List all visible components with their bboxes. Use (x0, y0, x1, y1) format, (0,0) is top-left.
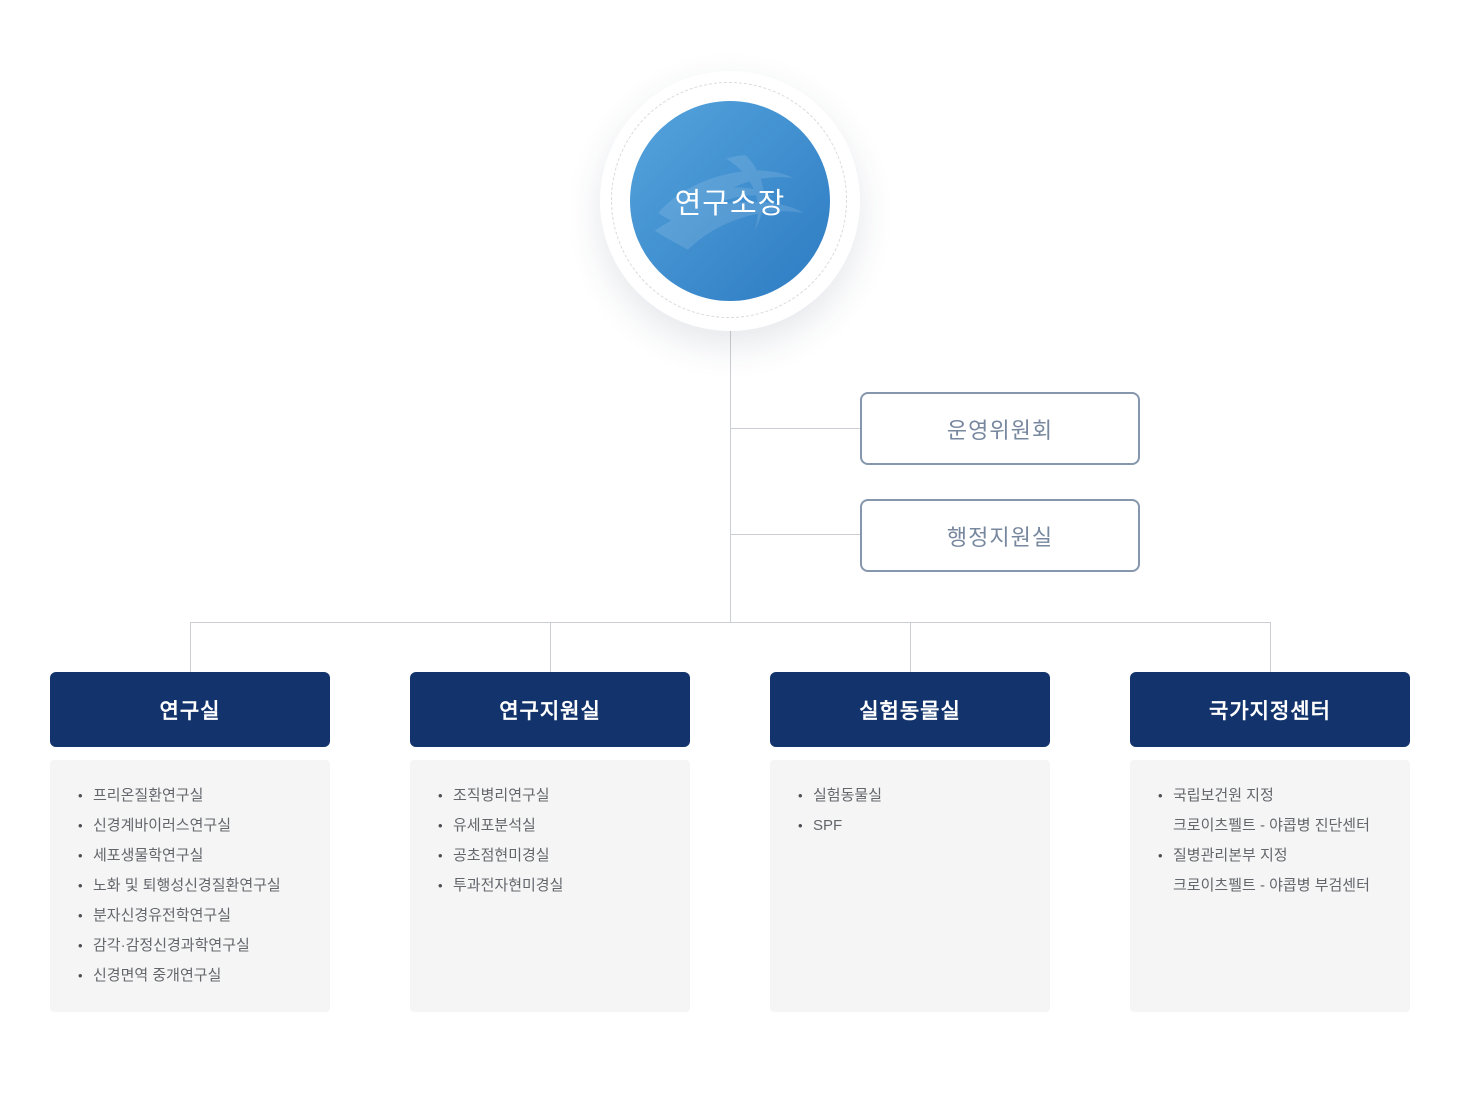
list-item: • 신경면역 중개연구실 (78, 961, 316, 991)
list-item-label: SPF (813, 817, 843, 834)
connector-branch-admin (730, 534, 860, 535)
connector-stub-col3 (1270, 622, 1271, 672)
list-item-label: 크로이츠펠트 - 야콥병 부검센터 (1173, 877, 1370, 894)
list-item-label: 신경계바이러스연구실 (93, 817, 232, 834)
director-label: 연구소장 (674, 188, 786, 220)
list-item-label: 실험동물실 (813, 787, 883, 804)
admin-office-box: 행정지원실 (860, 499, 1140, 572)
list-item-label: 국립보건원 지정 (1173, 787, 1274, 804)
list-item-label: 조직병리연구실 (453, 787, 550, 804)
admin-office-label: 행정지원실 (946, 524, 1054, 550)
list-item: • 감각·감정신경과학연구실 (78, 931, 316, 961)
list-item: • 프리온질환연구실 (78, 781, 316, 811)
list-item-label: 감각·감정신경과학연구실 (93, 937, 250, 954)
list-item-label: 프리온질환연구실 (93, 787, 204, 804)
bullet-icon: • (798, 818, 803, 833)
bullet-icon: • (438, 788, 443, 803)
dept-panel: • 프리온질환연구실 • 신경계바이러스연구실 • 세포생물학연구실 • 노화 및 퇴행성신경… (50, 760, 330, 1012)
dept-list: • 프리온질환연구실 • 신경계바이러스연구실 • 세포생물학연구실 • 노화 및 퇴행성신경… (78, 781, 316, 991)
list-item-label: 질병관리본부 지정 (1173, 847, 1288, 864)
list-item: • 실험동물실 (798, 781, 1036, 811)
dept-title: 실험동물실 (859, 699, 961, 723)
list-item-label: 신경면역 중개연구실 (93, 967, 222, 984)
list-item: • 분자신경유전학연구실 (78, 901, 316, 931)
dept-header-research-support: 연구지원실 (410, 672, 690, 747)
connector-branch-committee (730, 428, 860, 429)
list-item: • 신경계바이러스연구실 (78, 811, 316, 841)
list-item-label: 크로이츠펠트 - 야콥병 진단센터 (1173, 817, 1370, 834)
dept-header-research-labs: 연구실 (50, 672, 330, 747)
committee-label: 운영위원회 (946, 417, 1054, 443)
list-item-label: 노화 및 퇴행성신경질환연구실 (93, 877, 281, 894)
bullet-icon: • (438, 818, 443, 833)
bullet-icon: • (1158, 848, 1163, 863)
list-item-label: 분자신경유전학연구실 (93, 907, 232, 924)
list-item: • 노화 및 퇴행성신경질환연구실 (78, 871, 316, 901)
connector-stub-col2 (910, 622, 911, 672)
column-research-labs: 연구실 • 프리온질환연구실 • 신경계바이러스연구실 • 세포생물학연구실 • 노화 및 퇴… (50, 672, 330, 1012)
connector-stub-col1 (550, 622, 551, 672)
list-item-label: 공초점현미경실 (453, 847, 550, 864)
dashed-ring (611, 82, 847, 318)
list-item: • 조직병리연구실 (438, 781, 676, 811)
bullet-icon: • (438, 878, 443, 893)
bullet-icon: • (438, 848, 443, 863)
bullet-icon: • (78, 788, 83, 803)
column-research-support: 연구지원실 • 조직병리연구실 • 유세포분석실 • 공초점현미경실 • 투과전자현미경실 (410, 672, 690, 1012)
connector-horizontal-rail (190, 622, 1271, 623)
bullet-icon: • (78, 818, 83, 833)
list-item: • 투과전자현미경실 (438, 871, 676, 901)
list-item: • 세포생물학연구실 (78, 841, 316, 871)
dept-title: 연구실 (159, 699, 221, 723)
bullet-icon: • (78, 908, 83, 923)
dept-list: • 실험동물실 • SPF (798, 781, 1036, 841)
list-item: • 공초점현미경실 (438, 841, 676, 871)
dept-header-lab-animals: 실험동물실 (770, 672, 1050, 747)
dept-panel: • 실험동물실 • SPF (770, 760, 1050, 1012)
bullet-icon: • (798, 788, 803, 803)
director-node: 연구소장 (600, 71, 860, 331)
bullet-icon: • (78, 878, 83, 893)
connector-main-vertical (730, 331, 731, 622)
dept-panel: • 조직병리연구실 • 유세포분석실 • 공초점현미경실 • 투과전자현미경실 (410, 760, 690, 1012)
bullet-icon: • (78, 938, 83, 953)
bullet-icon: • (1158, 788, 1163, 803)
connector-stub-col0 (190, 622, 191, 672)
list-item-label: 세포생물학연구실 (93, 847, 204, 864)
director-circle: 연구소장 (630, 101, 830, 301)
list-item-label: 투과전자현미경실 (453, 877, 564, 894)
list-item-label: 유세포분석실 (453, 817, 536, 834)
column-lab-animals: 실험동물실 • 실험동물실 • SPF (770, 672, 1050, 1012)
dept-list: • 조직병리연구실 • 유세포분석실 • 공초점현미경실 • 투과전자현미경실 (438, 781, 676, 901)
committee-box: 운영위원회 (860, 392, 1140, 465)
dept-header-national-centers: 국가지정센터 (1130, 672, 1410, 747)
list-item: • SPF (798, 811, 1036, 841)
bullet-icon: • (78, 968, 83, 983)
dept-title: 국가지정센터 (1209, 699, 1331, 723)
list-item: • 유세포분석실 (438, 811, 676, 841)
bullet-icon: • (78, 848, 83, 863)
dept-title: 연구지원실 (499, 699, 601, 723)
